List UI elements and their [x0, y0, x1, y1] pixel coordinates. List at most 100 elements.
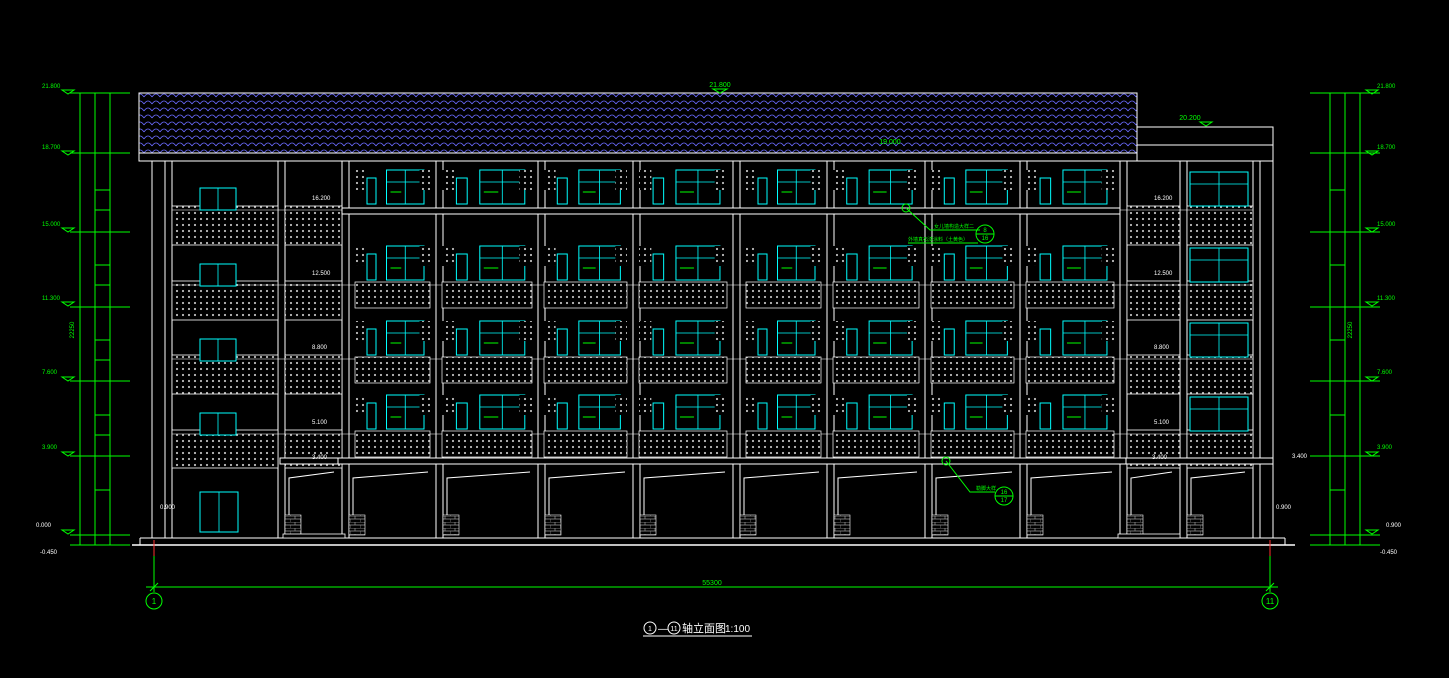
pier-hatch	[833, 395, 846, 415]
bay-spandrel	[638, 430, 728, 458]
bay-spandrel	[930, 356, 1015, 384]
pier-hatch	[931, 170, 943, 190]
pier-hatch	[442, 321, 455, 341]
left-dimension-lines	[70, 92, 130, 546]
pier-hatch	[746, 321, 757, 341]
pier-hatch	[1101, 395, 1114, 415]
pier-hatch	[810, 246, 821, 266]
pier-hatch	[906, 321, 919, 341]
bay-spandrel	[543, 356, 628, 384]
door	[943, 253, 955, 281]
door	[757, 253, 768, 281]
pier-hatch	[419, 395, 430, 415]
elev-left-6: 0.000	[36, 523, 52, 529]
right-roof-block	[1136, 126, 1274, 162]
pier-hatch	[615, 246, 627, 266]
balcony-band	[284, 205, 343, 246]
note-parapet-ref-top: 8	[983, 228, 987, 234]
bay-spandrel	[543, 281, 628, 309]
ground-canopy-left	[279, 457, 339, 465]
pier-hatch	[810, 395, 821, 415]
elev-left-7: -0.450	[40, 550, 58, 556]
elev-left-4: 7.600	[42, 370, 58, 376]
left-elevation-markers	[60, 89, 76, 535]
door	[455, 402, 468, 430]
door	[943, 177, 955, 205]
pier-hatch	[1026, 395, 1039, 415]
note-wall-finish-text: 外墙真石漆涂料（土黄色）	[908, 236, 968, 243]
title-text: 轴立面图	[682, 621, 726, 635]
elev-right-6: 0.900	[1386, 523, 1402, 529]
pier-hatch	[1002, 395, 1014, 415]
pier-hatch	[833, 170, 846, 190]
shop-front	[1030, 471, 1113, 530]
axis-marker-1: 1	[145, 592, 163, 610]
bay-spandrel	[354, 430, 431, 458]
balcony-band	[284, 354, 343, 395]
door	[943, 328, 955, 356]
axis-label-1: 1	[152, 597, 157, 606]
brick-base	[833, 514, 851, 536]
balcony-band	[1126, 280, 1181, 321]
ridge-level-marker	[711, 88, 729, 94]
door	[556, 402, 568, 430]
pier-hatch	[931, 395, 943, 415]
door	[556, 328, 568, 356]
door	[1039, 253, 1052, 281]
door	[1039, 402, 1052, 430]
door	[652, 253, 665, 281]
shop-front	[1190, 471, 1246, 530]
door	[652, 402, 665, 430]
shop-front	[643, 471, 726, 530]
floor-level-r-3: 5.100	[1154, 420, 1170, 426]
balcony-band	[284, 280, 343, 321]
left-total-dimension: 22250	[70, 321, 76, 338]
floor-level-labels: 16.200 12.500 8.800 5.100 3.400 16.200 1…	[312, 196, 1173, 461]
pier-hatch	[810, 170, 821, 190]
drawing-title: 1 — 11 轴立面图 1:100	[643, 621, 752, 637]
balcony-band	[1126, 354, 1181, 395]
axis-marker-11: 11	[1261, 592, 1279, 610]
note-plinth-ref-bottom: 17	[1001, 498, 1008, 504]
floor-level-r-2: 8.800	[1154, 345, 1170, 351]
bay-spandrel	[832, 430, 920, 458]
shop-front	[1130, 471, 1173, 530]
door	[846, 402, 858, 430]
pier-hatch	[833, 246, 846, 266]
floor-level-l-2: 8.800	[312, 345, 328, 351]
axis-label-11: 11	[1266, 597, 1275, 606]
shop-front	[837, 471, 918, 530]
ground-canopy	[337, 457, 1127, 465]
steps-left	[282, 533, 346, 539]
pier-hatch	[931, 321, 943, 341]
elev-right-3: 11.300	[1377, 296, 1396, 302]
pier-hatch	[519, 395, 532, 415]
pier-hatch	[1101, 170, 1114, 190]
door	[366, 328, 377, 356]
door	[1039, 177, 1052, 205]
pier-hatch	[519, 246, 532, 266]
door	[943, 402, 955, 430]
brick-base	[442, 514, 460, 536]
note-plinth-ref-top: 16	[1001, 490, 1008, 496]
bay-spandrel	[930, 430, 1015, 458]
bay-spandrel	[354, 356, 431, 384]
pier-hatch	[906, 170, 919, 190]
door	[455, 328, 468, 356]
door	[556, 253, 568, 281]
ridge-level: 21.800	[709, 82, 731, 89]
pier-hatch	[746, 395, 757, 415]
bay-spandrel	[354, 281, 431, 309]
brick-base	[931, 514, 949, 536]
note-wall-finish: 外墙真石漆涂料（土黄色）	[908, 236, 978, 244]
door	[757, 328, 768, 356]
pier-hatch	[1026, 321, 1039, 341]
pier-hatch	[519, 170, 532, 190]
right-total-dimension: 22250	[1348, 321, 1354, 338]
pier-hatch	[906, 395, 919, 415]
building-details	[164, 161, 1274, 539]
pier-hatch	[833, 321, 846, 341]
balcony-band	[1186, 205, 1254, 246]
elev-right-4: 7.600	[1377, 370, 1393, 376]
plinth-level-left: 0.900	[160, 505, 176, 511]
